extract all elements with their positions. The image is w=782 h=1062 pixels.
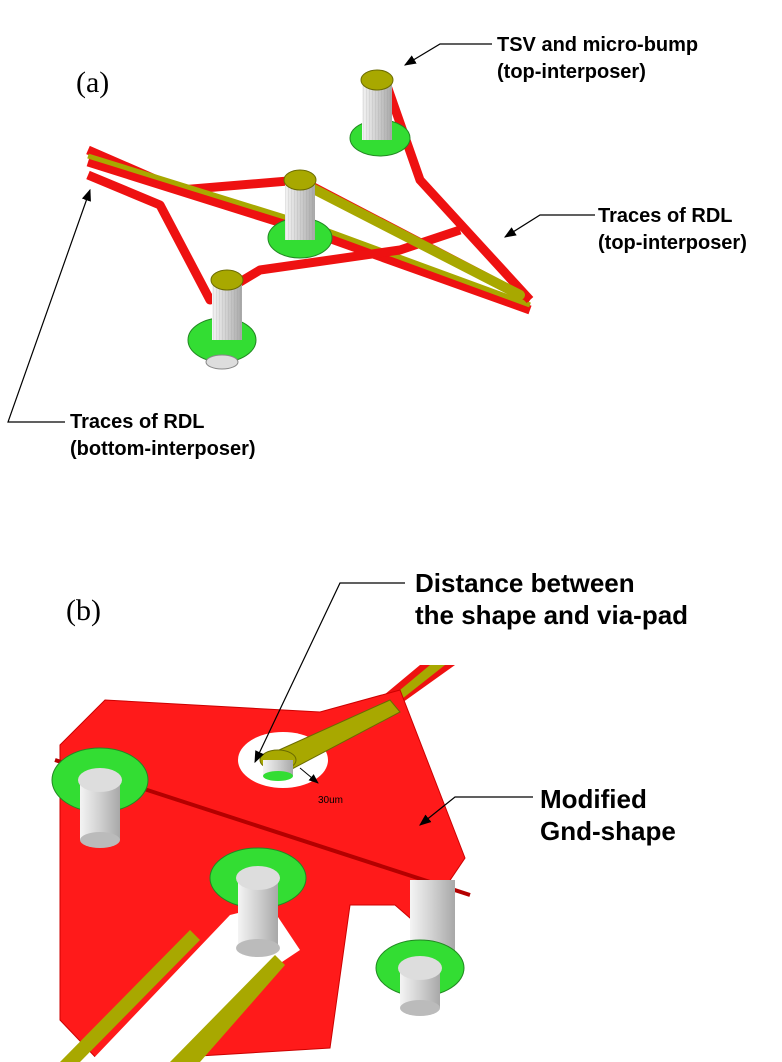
via-b-left — [51, 747, 149, 848]
callout-gnd-line2: Gnd-shape — [540, 816, 676, 846]
panel-b-label: (b) — [66, 594, 101, 627]
via-b-center — [209, 847, 307, 957]
panel-a: (a) — [7, 34, 747, 460]
via-bottom — [187, 269, 257, 370]
panel-a-label: (a) — [76, 66, 109, 99]
callout-rdl-top-line2: (top-interposer) — [598, 232, 747, 254]
via-middle — [267, 169, 333, 259]
rdl-traces-a — [86, 78, 534, 315]
via-top — [349, 69, 411, 157]
via-b-right — [375, 880, 465, 1016]
leader-lines-b — [254, 582, 533, 826]
callout-tsv-line2: (top-interposer) — [497, 61, 646, 83]
callout-tsv-line1: TSV and micro-bump — [497, 34, 698, 56]
callout-gnd-line1: Modified — [540, 784, 647, 814]
callout-rdl-bottom-line2: (bottom-interposer) — [70, 438, 256, 460]
panel-b: (b) — [51, 568, 688, 1062]
callout-distance-line2: the shape and via-pad — [415, 600, 688, 630]
callout-distance-line1: Distance between — [415, 568, 635, 598]
callout-rdl-bottom-line1: Traces of RDL — [70, 411, 204, 433]
dimension-label: 30um — [318, 795, 343, 806]
callout-rdl-top-line1: Traces of RDL — [598, 205, 732, 227]
leader-lines-a — [7, 43, 595, 423]
